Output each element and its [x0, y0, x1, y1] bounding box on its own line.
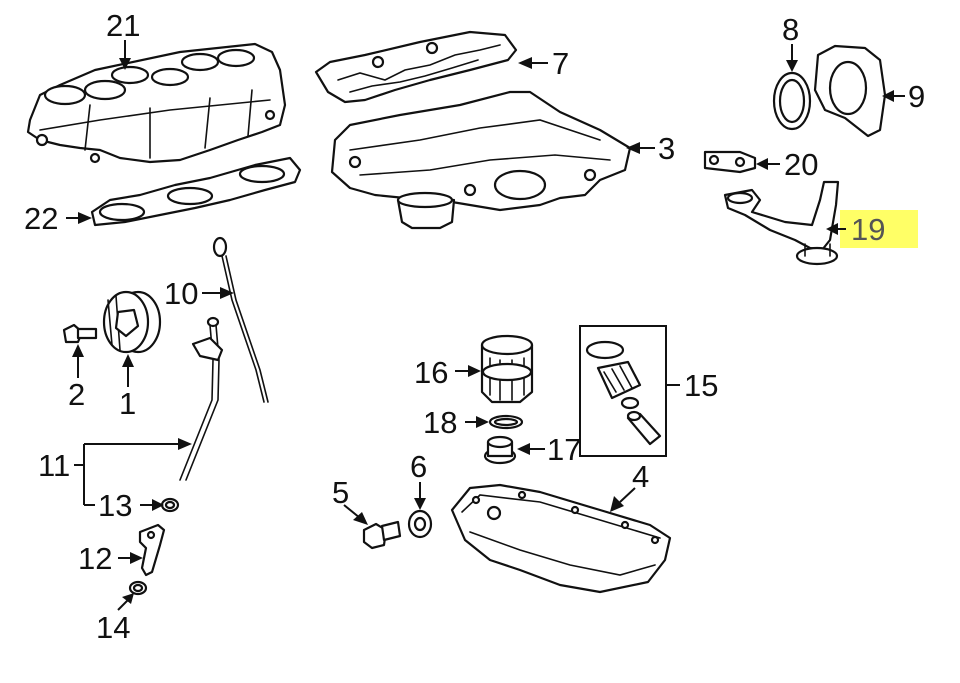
callout-16: 16: [414, 355, 448, 390]
part-13-o-ring[interactable]: [160, 497, 180, 513]
part-14-washer[interactable]: [128, 580, 148, 596]
part-18-o-ring[interactable]: [488, 414, 524, 430]
part-15-filter-element-kit[interactable]: [579, 325, 667, 457]
callout-6: 6: [410, 449, 427, 484]
part-20-gasket[interactable]: [703, 150, 757, 174]
callout-15: 15: [684, 368, 718, 403]
part-9-seal-retainer[interactable]: [813, 44, 887, 138]
callout-17: 17: [547, 432, 581, 467]
callout-19: 19: [851, 212, 885, 247]
part-2-bolt[interactable]: [62, 323, 98, 344]
highlight-19: [840, 210, 918, 248]
callout-7: 7: [552, 46, 569, 81]
callout-13: 13: [98, 488, 132, 523]
part-6-washer[interactable]: [407, 509, 433, 539]
callout-2: 2: [68, 377, 85, 412]
callout-22: 22: [24, 201, 58, 236]
part-11-dipstick-tube[interactable]: [179, 316, 224, 481]
callout-14: 14: [96, 610, 130, 645]
callout-18: 18: [423, 405, 457, 440]
part-1-crank-pulley[interactable]: [102, 290, 162, 354]
leader-lines: [66, 40, 905, 611]
part-10-dipstick[interactable]: [212, 236, 269, 403]
part-16-filter-cap[interactable]: [480, 334, 534, 404]
callout-3: 3: [658, 131, 675, 166]
callout-11: 11: [38, 448, 70, 483]
callout-1: 1: [119, 386, 136, 421]
part-22-intake-gasket[interactable]: [90, 156, 302, 227]
part-8-seal[interactable]: [772, 71, 812, 131]
part-12-bracket[interactable]: [138, 523, 166, 577]
callout-8: 8: [782, 12, 799, 47]
part-3-upper-oil-pan[interactable]: [330, 90, 632, 230]
callout-5: 5: [332, 475, 349, 510]
part-17-plug[interactable]: [483, 435, 517, 465]
part-7-baffle-plate[interactable]: [314, 30, 518, 104]
callout-10: 10: [164, 276, 198, 311]
part-19-oil-strainer[interactable]: [723, 180, 840, 266]
callout-12: 12: [78, 541, 112, 576]
part-5-drain-bolt[interactable]: [362, 520, 402, 550]
callout-21: 21: [106, 8, 140, 43]
part-21-intake-manifold[interactable]: [26, 42, 287, 164]
callout-20: 20: [784, 147, 818, 182]
part-4-lower-oil-pan[interactable]: [450, 483, 672, 594]
callout-4: 4: [632, 459, 649, 494]
callout-9: 9: [908, 79, 925, 114]
